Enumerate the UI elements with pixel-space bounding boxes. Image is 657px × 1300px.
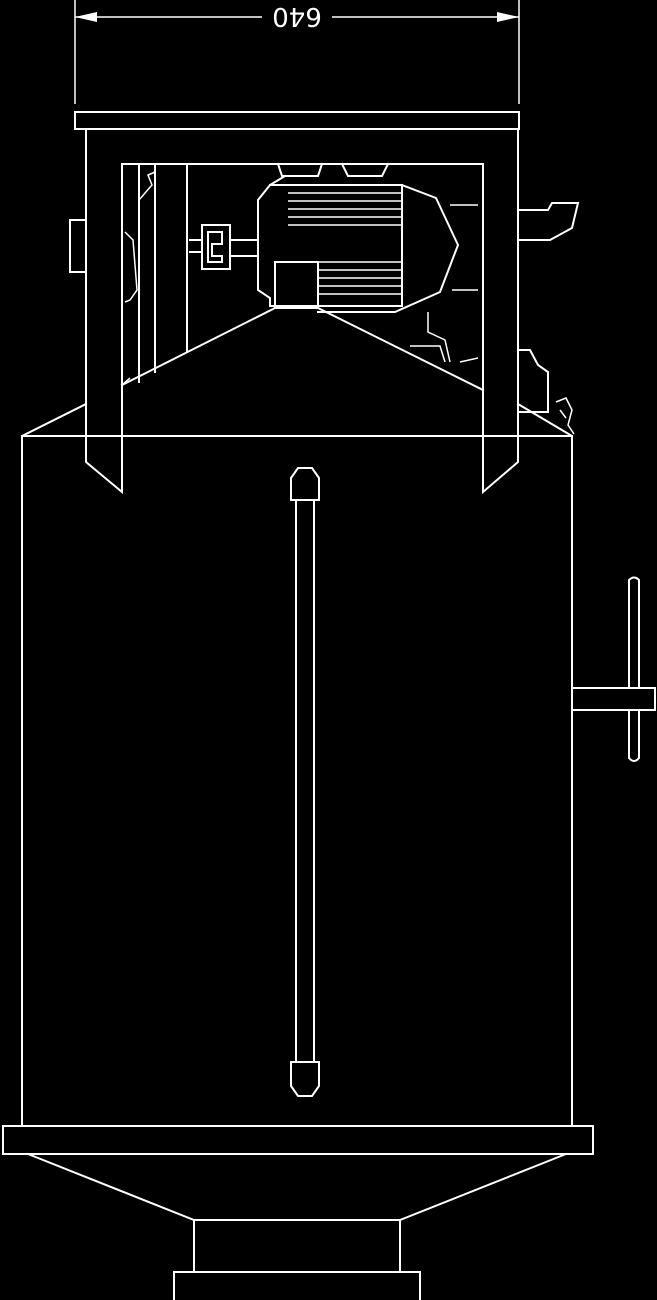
side-valve (571, 576, 656, 762)
electric-motor (257, 162, 479, 363)
dimension-label: 640 (272, 1, 322, 31)
dimension-arrow-right (497, 12, 519, 22)
top-cover-plate (74, 111, 520, 130)
bottom-cone (26, 1152, 568, 1221)
motor-frame (85, 128, 519, 495)
inner-cone (120, 307, 485, 392)
left-inner-structure (121, 163, 188, 386)
right-side-fittings (517, 202, 580, 435)
shoulder-left (20, 402, 88, 438)
dimension-line: 640 (74, 0, 520, 104)
left-side-bracket (69, 219, 87, 273)
base-flange (2, 1125, 594, 1155)
dimension-arrow-left (75, 12, 97, 22)
terminal-box (274, 261, 319, 308)
shoulder-right (516, 402, 574, 438)
shaft-coupling (189, 224, 259, 270)
outlet-neck (193, 1219, 401, 1273)
sight-glass (290, 467, 320, 1097)
outlet-flange (173, 1271, 421, 1300)
